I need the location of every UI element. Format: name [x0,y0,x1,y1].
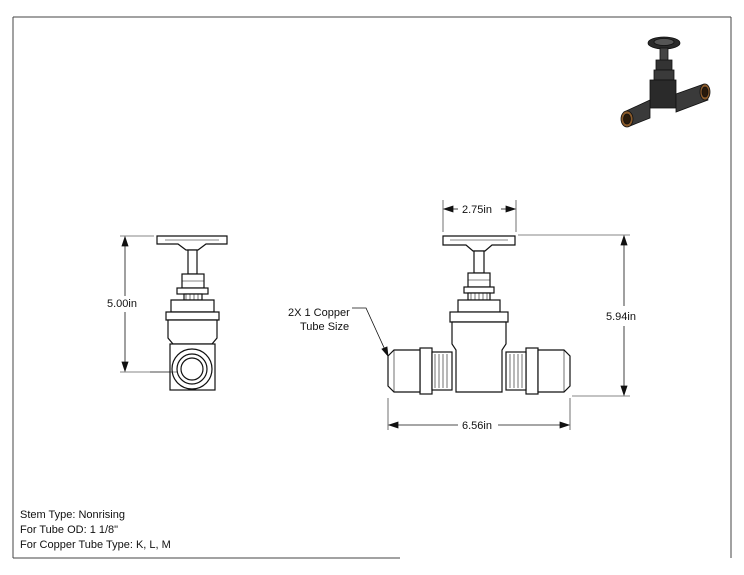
overall-length-dimension [387,398,571,430]
tube-size-callout-line2: Tube Size [300,321,349,333]
side-height-dimension [120,235,170,373]
gate-valve-3d-icon [620,36,711,128]
tube-type-note: For Copper Tube Type: K, L, M [20,539,171,551]
tube-size-callout-line1: 2X 1 Copper [288,307,350,319]
overall-length-label: 6.56in [462,420,492,432]
notes-block: Stem Type: Nonrising For Tube OD: 1 1/8"… [20,508,171,553]
handwheel-width-dimension [442,200,517,232]
handwheel-width-label: 2.75in [462,204,492,216]
tube-od-note: For Tube OD: 1 1/8" [20,524,119,536]
front-height-label: 5.94in [606,311,636,323]
stem-type-note: Stem Type: Nonrising [20,509,125,521]
front-view-valve [387,235,571,395]
sheet-border [12,16,732,559]
side-height-label: 5.00in [107,298,137,310]
tube-size-leader [352,307,389,358]
front-height-dimension [518,234,630,397]
side-view-valve [156,235,228,391]
